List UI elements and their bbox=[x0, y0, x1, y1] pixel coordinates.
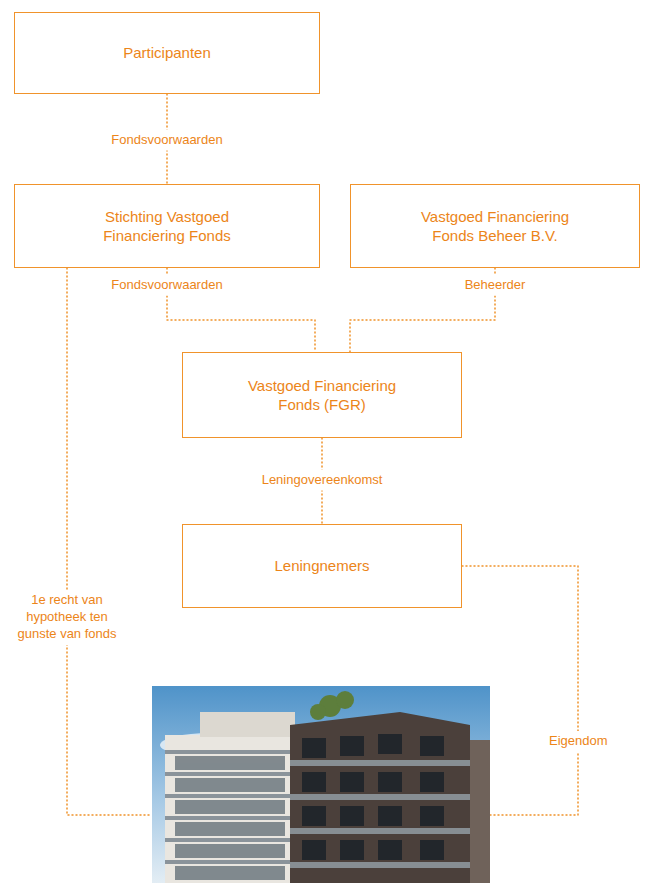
brick-building bbox=[290, 712, 470, 883]
building-photo bbox=[152, 686, 490, 883]
process-box: Stichting Vastgoed Financiering Fonds bbox=[14, 184, 320, 268]
process-box: Participanten bbox=[14, 12, 320, 94]
glass-railings bbox=[290, 760, 470, 868]
connector-label: Fondsvoorwaarden bbox=[107, 130, 226, 151]
windows-left bbox=[175, 756, 285, 880]
roof-trees bbox=[310, 691, 354, 720]
sky bbox=[152, 686, 490, 883]
balconies bbox=[165, 750, 295, 864]
process-box: Vastgoed Financiering Fonds Beheer B.V. bbox=[350, 184, 640, 268]
box-label: Leningnemers bbox=[274, 556, 369, 576]
process-box: Leningnemers bbox=[182, 524, 462, 608]
connector-label: Leningovereenkomst bbox=[258, 470, 387, 491]
brick-side bbox=[470, 740, 490, 883]
light-building-top bbox=[200, 712, 295, 737]
line-label: Eigendom bbox=[545, 731, 611, 752]
light-building bbox=[165, 735, 295, 883]
line-label: 1e recht van hypotheek ten gunste van fo… bbox=[12, 590, 122, 645]
box-label: Vastgoed Financiering Fonds (FGR) bbox=[237, 376, 407, 415]
process-box: Vastgoed Financiering Fonds (FGR) bbox=[182, 352, 462, 438]
box-label: Stichting Vastgoed Financiering Fonds bbox=[82, 207, 252, 246]
box-label: Vastgoed Financiering Fonds Beheer B.V. bbox=[408, 207, 583, 246]
mortgage-line bbox=[67, 268, 152, 815]
connector-label: Beheerder bbox=[461, 275, 530, 296]
connector-label: Fondsvoorwaarden bbox=[107, 275, 226, 296]
box-label: Participanten bbox=[123, 43, 211, 63]
